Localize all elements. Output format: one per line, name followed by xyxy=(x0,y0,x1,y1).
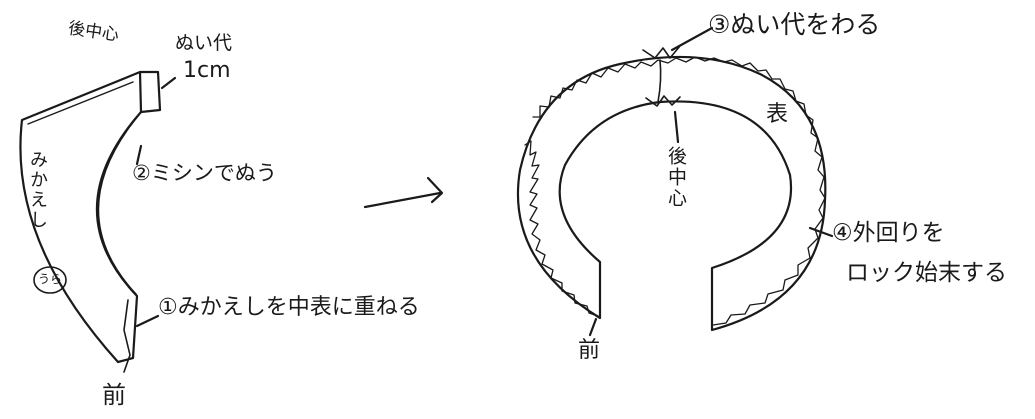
seam-allowance-pointer xyxy=(160,76,177,90)
step1-pointer-line xyxy=(135,314,160,328)
step2-pointer-line xyxy=(135,144,143,166)
overlock-zigzag-top xyxy=(532,56,807,118)
process-arrow-head xyxy=(426,176,444,204)
facing-vertical-label: みかえし xyxy=(27,150,48,230)
back-center-pointer-line xyxy=(673,110,680,144)
front-pointer-line xyxy=(588,317,598,337)
facing-inner-layer xyxy=(27,81,139,295)
step1-label: ①みかえしを中表に重ねる xyxy=(158,295,420,320)
reverse-side-circle xyxy=(33,266,67,294)
step2-label: ②ミシンでぬう xyxy=(132,161,277,185)
collar-body-outline xyxy=(516,55,827,332)
facing-piece-outline xyxy=(19,70,143,364)
overlock-zigzag-right xyxy=(712,114,826,326)
front-label-right: 前 xyxy=(578,338,601,363)
back-seam-bow-bottom xyxy=(645,95,681,107)
front-hem-mark xyxy=(123,299,131,373)
step4-label-line2: ロック始末する xyxy=(846,260,1007,286)
back-center-vertical-label: 後中心 xyxy=(665,146,687,209)
step3-pointer-line xyxy=(670,26,714,52)
front-label-left: 前 xyxy=(102,381,126,409)
step4-label-line1: ④外回りを xyxy=(832,220,945,246)
seam-allowance-tab xyxy=(138,70,162,114)
overlock-zigzag-outer xyxy=(524,140,599,317)
back-seam-center xyxy=(657,59,662,103)
back-seam-bow-top xyxy=(642,45,681,59)
seam-width-label: 1cm xyxy=(183,58,231,83)
step4-pointer-line xyxy=(808,226,834,238)
outer-side-label: 表 xyxy=(766,102,789,127)
reverse-side-label: うら xyxy=(38,272,63,286)
seam-allowance-label: ぬい代 xyxy=(175,32,233,54)
step3-label: ③ぬい代をわる xyxy=(708,10,881,39)
process-arrow-shaft xyxy=(363,191,442,209)
